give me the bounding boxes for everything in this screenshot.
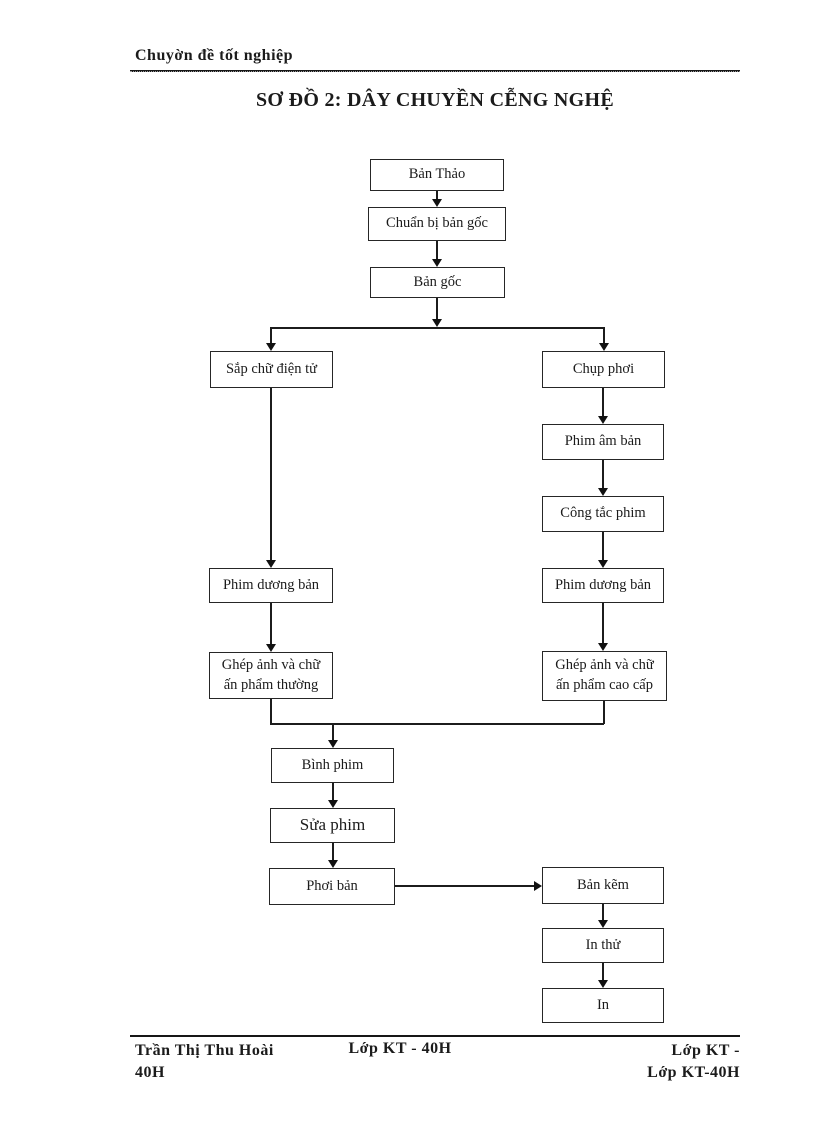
connector-line	[603, 327, 605, 343]
connector-line	[332, 843, 334, 860]
flow-node-sap-chu-dien-tu: Sắp chữ điện tử	[210, 351, 333, 388]
connector-line	[332, 783, 334, 800]
flow-node-ghep-an-pham-cao-cap: Ghép ảnh và chữ ấn phẩm cao cấp	[542, 651, 667, 701]
flow-node-phoi-ban: Phơi bản	[269, 868, 395, 905]
connector-arrowhead	[328, 740, 338, 748]
connector-line	[602, 904, 604, 920]
connector-line	[270, 603, 272, 644]
flow-node-cong-tac-phim: Công tắc phim	[542, 496, 664, 532]
connector-line	[270, 699, 272, 724]
connector-line	[602, 532, 604, 560]
footer-author: Trần Thị Thu Hoài 40H	[135, 1040, 274, 1084]
connector-line	[270, 388, 272, 560]
connector-line	[270, 327, 272, 343]
flow-node-binh-phim: Bình phim	[271, 748, 394, 783]
footer-class-right-line1: Lớp KT -	[671, 1042, 740, 1059]
connector-line	[602, 460, 604, 488]
connector-arrowhead	[266, 644, 276, 652]
connector-arrowhead	[599, 343, 609, 351]
flow-node-phim-duong-ban-right: Phim dương bản	[542, 568, 664, 603]
connector-arrowhead	[266, 343, 276, 351]
connector-arrowhead	[598, 980, 608, 988]
flow-node-phim-am-ban: Phim âm bản	[542, 424, 664, 460]
flow-node-chup-phoi: Chụp phơi	[542, 351, 665, 388]
connector-line	[436, 191, 438, 200]
flow-node-ban-kem: Bản kẽm	[542, 867, 664, 904]
flow-node-ban-thao: Bản Thảo	[370, 159, 504, 191]
connector-line	[270, 723, 604, 725]
connector-line	[602, 603, 604, 643]
connector-arrowhead	[432, 259, 442, 267]
connector-arrowhead	[266, 560, 276, 568]
footer-class-right-line2: Lớp KT-40H	[647, 1064, 740, 1081]
flow-node-sua-phim: Sửa phim	[270, 808, 395, 843]
connector-line	[436, 241, 438, 259]
connector-arrowhead	[598, 488, 608, 496]
connector-arrowhead	[328, 800, 338, 808]
flow-node-chuan-bi-ban-goc: Chuẩn bị bản gốc	[368, 207, 506, 241]
connector-arrowhead	[432, 199, 442, 207]
footer-divider	[130, 1035, 740, 1037]
connector-line	[395, 885, 534, 887]
connector-line	[332, 723, 334, 740]
connector-line	[602, 388, 604, 416]
flow-node-phim-duong-ban-left: Phim dương bản	[209, 568, 333, 603]
connector-line	[271, 327, 605, 329]
flow-node-ban-goc: Bản gốc	[370, 267, 505, 298]
flow-node-in: In	[542, 988, 664, 1023]
connector-arrowhead	[598, 560, 608, 568]
footer-class-right: Lớp KT - Lớp KT-40H	[440, 1040, 740, 1084]
page-header-label: Chuyờn đề tốt nghiệp	[135, 47, 294, 64]
footer-author-name: Trần Thị Thu Hoài	[135, 1042, 274, 1059]
connector-arrowhead	[598, 416, 608, 424]
connector-arrowhead	[328, 860, 338, 868]
connector-arrowhead	[534, 881, 542, 891]
footer-author-class: 40H	[135, 1064, 165, 1081]
connector-line	[436, 298, 438, 319]
connector-arrowhead	[598, 920, 608, 928]
diagram-title: SƠ ĐỒ 2: DÂY CHUYỀN CỄNG NGHỆ	[256, 89, 614, 111]
connector-line	[603, 701, 605, 724]
flow-node-ghep-an-pham-thuong: Ghép ảnh và chữ ấn phẩm thường	[209, 652, 333, 699]
connector-arrowhead	[598, 643, 608, 651]
connector-arrowhead	[432, 319, 442, 327]
footer-class-center: Lớp KT - 40H	[348, 1040, 452, 1057]
header-divider	[130, 70, 740, 72]
flow-node-in-thu: In thử	[542, 928, 664, 963]
connector-line	[602, 963, 604, 980]
